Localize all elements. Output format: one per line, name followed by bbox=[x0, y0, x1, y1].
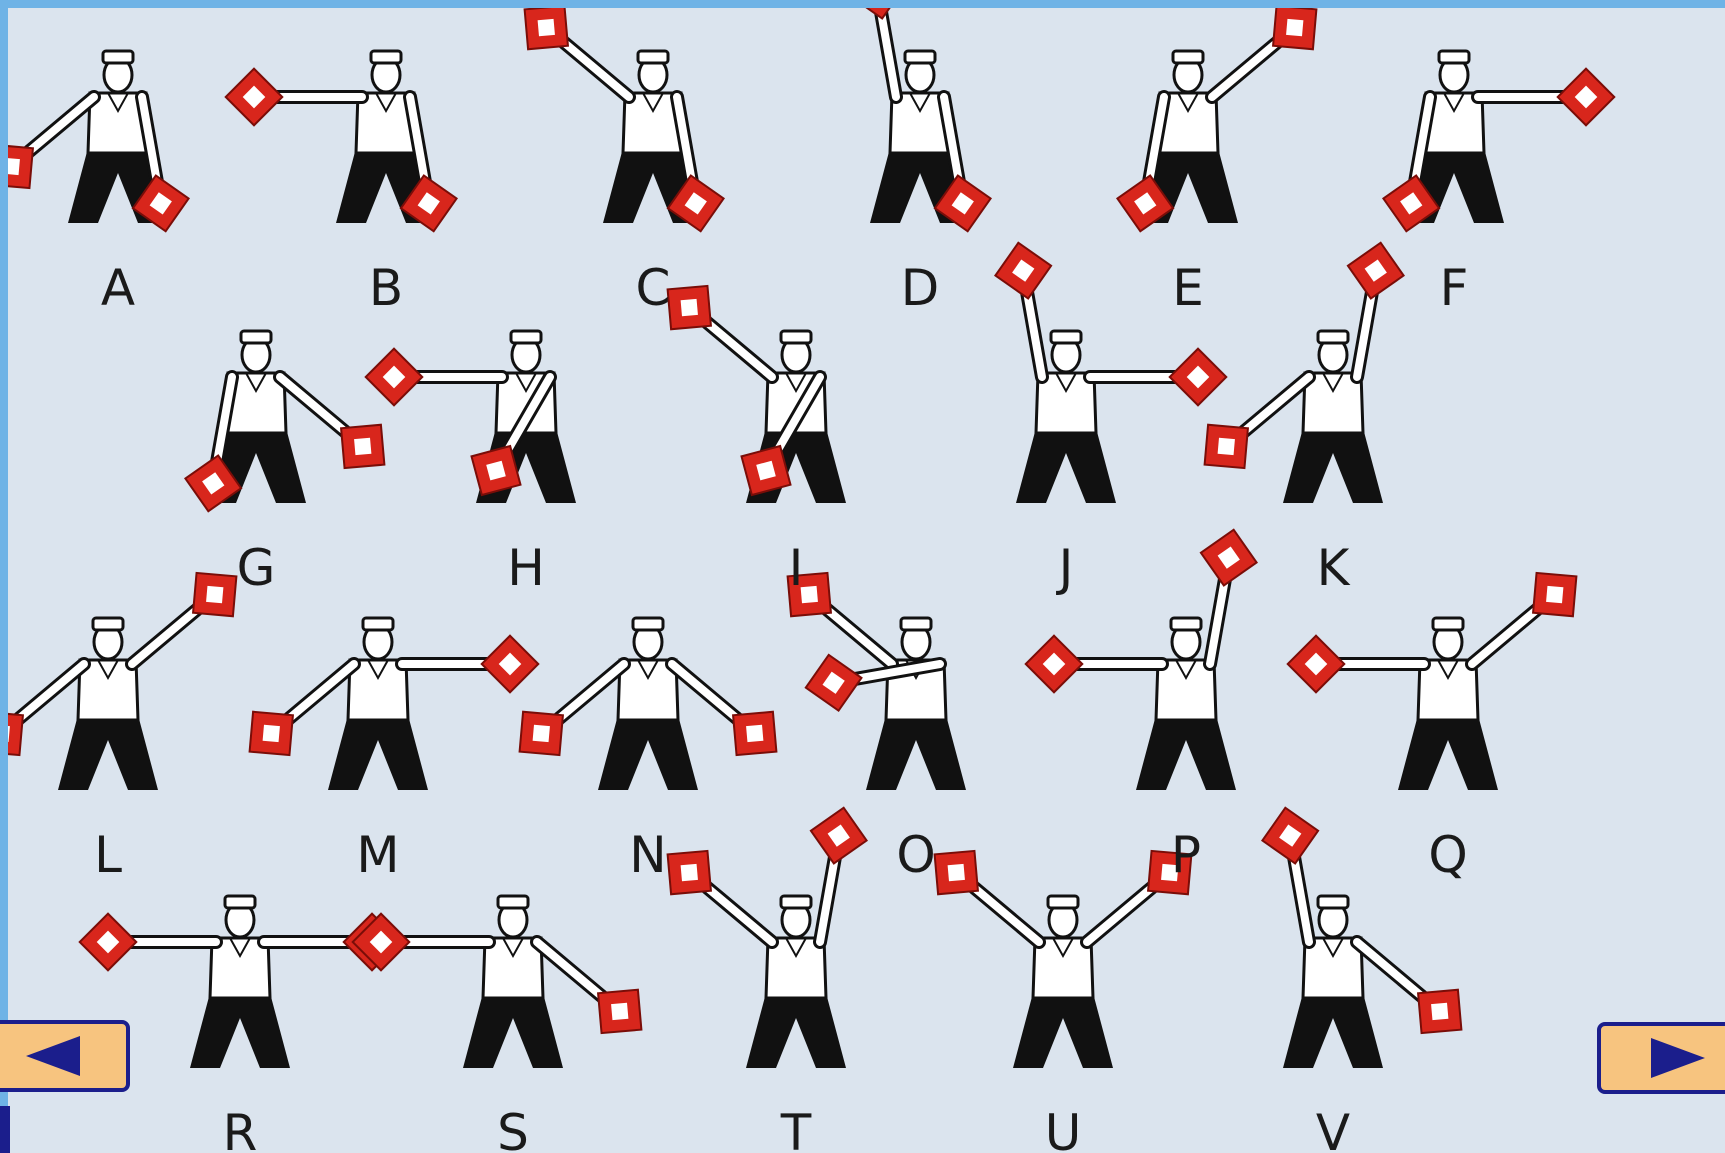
letter-label-m: M bbox=[333, 830, 423, 880]
semaphore-figure-g bbox=[185, 331, 384, 511]
right-flag bbox=[1533, 573, 1576, 616]
semaphore-figure-t bbox=[668, 808, 867, 1068]
right-flag bbox=[472, 446, 521, 495]
left-flag bbox=[8, 145, 33, 188]
triangle-left-icon bbox=[0, 1024, 126, 1088]
semaphore-figure-q bbox=[1288, 573, 1577, 790]
letter-label-k: K bbox=[1288, 543, 1378, 593]
right-flag bbox=[1418, 990, 1461, 1033]
semaphore-figure-a bbox=[8, 51, 189, 231]
semaphore-figure-l bbox=[8, 573, 236, 790]
left-flag bbox=[1288, 636, 1345, 693]
letter-label-n: N bbox=[603, 830, 693, 880]
letter-label-r: R bbox=[195, 1108, 285, 1153]
right-flag bbox=[1348, 243, 1404, 299]
letter-label-c: C bbox=[608, 263, 698, 313]
letter-label-t: T bbox=[751, 1108, 841, 1153]
semaphore-figure-c bbox=[525, 8, 724, 231]
semaphore-chart: A B C D E F G H I J K L M N O P Q R S T U V bbox=[8, 8, 1725, 1153]
right-flag bbox=[811, 808, 867, 864]
semaphore-figure-e bbox=[1117, 8, 1316, 231]
left-flag bbox=[250, 712, 293, 755]
letter-label-i: I bbox=[751, 543, 841, 593]
letter-label-q: Q bbox=[1403, 830, 1493, 880]
left-flag bbox=[366, 349, 423, 406]
semaphore-figure-n bbox=[520, 618, 777, 790]
left-flag bbox=[80, 914, 137, 971]
letter-label-l: L bbox=[63, 830, 153, 880]
letter-label-s: S bbox=[468, 1108, 558, 1153]
letter-label-p: P bbox=[1141, 830, 1231, 880]
right-flag bbox=[482, 636, 539, 693]
semaphore-figure-m bbox=[250, 618, 539, 790]
triangle-right-icon bbox=[1601, 1026, 1725, 1090]
semaphore-figure-i bbox=[668, 286, 846, 503]
letter-label-b: B bbox=[341, 263, 431, 313]
letter-label-h: H bbox=[481, 543, 571, 593]
left-flag bbox=[226, 69, 283, 126]
letter-label-u: U bbox=[1018, 1108, 1108, 1153]
left-flag bbox=[1262, 808, 1318, 864]
left-flag bbox=[1026, 636, 1083, 693]
letter-label-a: A bbox=[73, 263, 163, 313]
right-flag bbox=[1558, 69, 1615, 126]
semaphore-figure-o bbox=[788, 573, 966, 790]
corner-marker bbox=[0, 1106, 10, 1153]
left-flag bbox=[520, 712, 563, 755]
letter-label-f: F bbox=[1409, 263, 1499, 313]
right-flag bbox=[1201, 530, 1257, 586]
letter-label-g: G bbox=[211, 543, 301, 593]
letter-label-j: J bbox=[1021, 543, 1111, 593]
right-flag bbox=[742, 446, 791, 495]
letter-label-d: D bbox=[875, 263, 965, 313]
right-flag bbox=[733, 712, 776, 755]
left-flag bbox=[8, 712, 23, 755]
letter-label-e: E bbox=[1143, 263, 1233, 313]
right-flag bbox=[1273, 8, 1316, 49]
semaphore-figure-d bbox=[849, 8, 990, 231]
semaphore-figure-s bbox=[353, 896, 642, 1068]
right-flag bbox=[598, 990, 641, 1033]
left-flag bbox=[995, 243, 1051, 299]
semaphore-figure-f bbox=[1383, 51, 1614, 231]
letter-label-v: V bbox=[1288, 1108, 1378, 1153]
semaphore-figure-u bbox=[935, 851, 1192, 1068]
right-flag bbox=[806, 655, 862, 711]
semaphore-figure-k bbox=[1205, 243, 1404, 503]
right-flag bbox=[341, 425, 384, 468]
semaphore-figure-h bbox=[366, 331, 576, 503]
semaphore-figure-b bbox=[226, 51, 457, 231]
letter-label-o: O bbox=[871, 830, 961, 880]
next-button[interactable] bbox=[1597, 1022, 1725, 1094]
previous-button[interactable] bbox=[0, 1020, 130, 1092]
left-flag bbox=[1205, 425, 1248, 468]
left-flag bbox=[525, 8, 568, 49]
left-flag bbox=[353, 914, 410, 971]
right-flag bbox=[1170, 349, 1227, 406]
